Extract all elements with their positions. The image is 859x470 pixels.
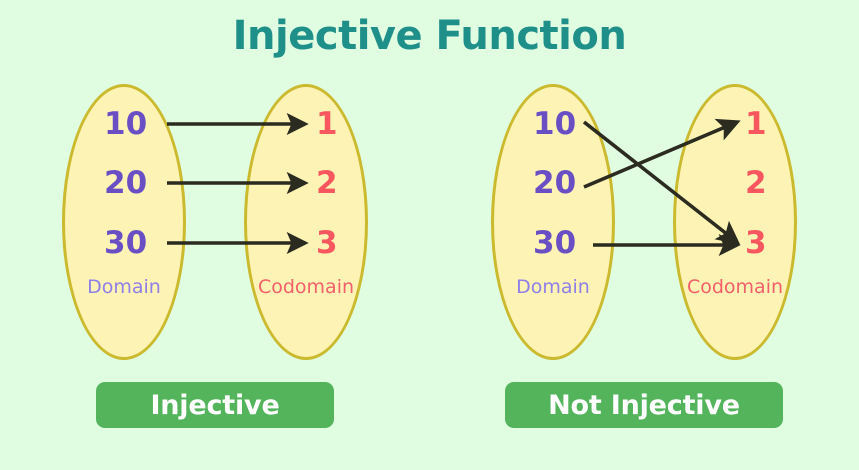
domain-element-20: 20 [104,165,148,201]
arrow-10-to-3 [582,120,741,245]
codomain-label: Codomain [257,276,355,298]
panel-not-injective: 10 20 30 1 2 3 Domain Codomain Not Injec… [429,0,859,470]
page-title: Injective Function [232,13,627,59]
domain-element-20: 20 [533,165,577,201]
codomain-element-1: 1 [745,106,767,142]
verdict-badge-injective: Injective [96,382,334,428]
domain-ellipse [62,84,186,360]
codomain-element-2: 2 [745,165,767,201]
panel-injective: 10 20 30 1 2 3 Domain Codomain Injective [62,84,368,428]
domain-label: Domain [516,276,590,298]
domain-element-10: 10 [104,106,148,142]
verdict-badge-not-injective: Not Injective [505,382,783,428]
domain-element-10: 10 [533,106,577,142]
codomain-element-3: 3 [316,225,338,261]
mapping-arrows [167,112,309,255]
arrow-20-to-1 [583,118,741,189]
domain-element-30: 30 [104,225,148,261]
codomain-element-3: 3 [745,225,767,261]
domain-element-30: 30 [533,225,577,261]
codomain-element-1: 1 [316,106,338,142]
domain-label: Domain [87,276,161,298]
codomain-label: Codomain [686,276,784,298]
mapping-arrows [582,118,741,257]
codomain-element-2: 2 [316,165,338,201]
